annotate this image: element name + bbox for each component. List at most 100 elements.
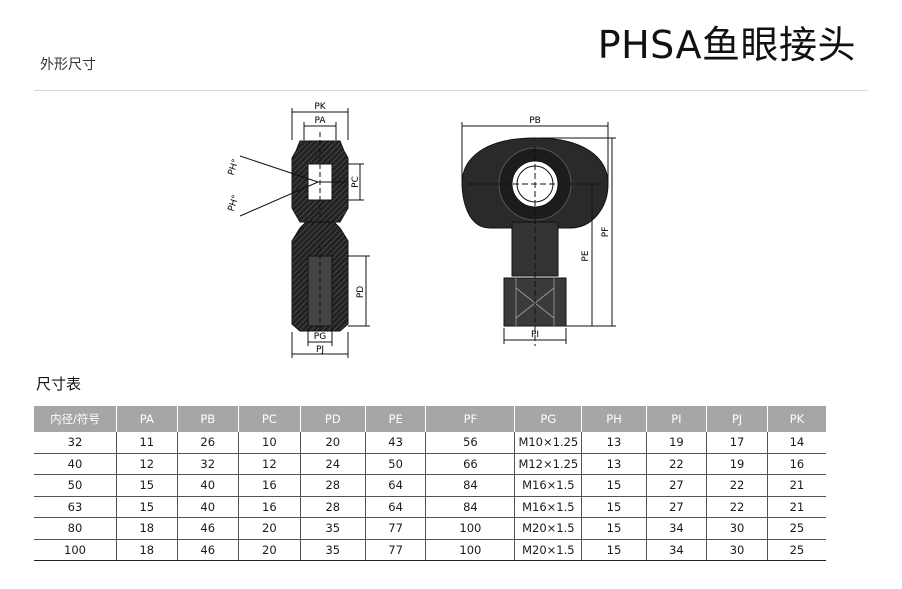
label-pd: PD [356, 286, 366, 298]
table-cell: 22 [706, 474, 768, 497]
front-view [461, 122, 616, 346]
dimension-table: 内径/符号 PA PB PC PD PE PF PG PH PI PJ PK 3… [34, 406, 826, 561]
col-header-pd: PD [300, 406, 366, 432]
table-cell: 21 [767, 474, 826, 497]
table-cell: 25 [767, 517, 826, 540]
table-cell: 27 [646, 474, 708, 497]
label-pa: PA [314, 116, 326, 126]
table-row: 40 12 32 12 24 50 66 M12×1.25 13 22 19 1… [34, 453, 826, 475]
table-cell: 16 [238, 496, 301, 518]
table-cell: 84 [425, 496, 516, 518]
label-pk: PK [314, 102, 326, 112]
table-cell: 46 [177, 517, 239, 540]
label-pi: PI [531, 330, 539, 340]
table-cell: 40 [34, 453, 117, 475]
label-pj: PJ [316, 345, 324, 355]
table-cell: 24 [300, 453, 366, 475]
table-cell: 18 [116, 539, 178, 561]
table-cell: M16×1.5 [514, 496, 583, 518]
table-cell: 15 [581, 496, 647, 518]
table-cell: 20 [238, 539, 301, 561]
table-cell: 32 [34, 432, 117, 454]
table-cell: 80 [34, 517, 117, 540]
table-cell: 30 [706, 539, 768, 561]
table-cell: 32 [177, 453, 239, 475]
label-ph-upper: PH° [227, 158, 242, 177]
col-header-pk: PK [767, 406, 826, 432]
table-row: 80 18 46 20 35 77 100 M20×1.5 15 34 30 2… [34, 517, 826, 540]
table-cell: 34 [646, 539, 708, 561]
table-cell: 19 [706, 453, 768, 475]
label-ph-lower: PH° [227, 194, 242, 213]
table-cell: 84 [425, 474, 516, 497]
table-row: 100 18 46 20 35 77 100 M20×1.5 15 34 30 … [34, 539, 826, 561]
table-cell: 15 [581, 474, 647, 497]
table-cell: 25 [767, 539, 826, 561]
table-cell: 66 [425, 453, 516, 475]
table-row: 63 15 40 16 28 64 84 M16×1.5 15 27 22 21 [34, 496, 826, 518]
col-header-pc: PC [238, 406, 301, 432]
col-header-ph: PH [581, 406, 647, 432]
table-cell: 15 [116, 496, 178, 518]
table-cell: 63 [34, 496, 117, 518]
table-cell: 16 [767, 453, 826, 475]
table-cell: M10×1.25 [514, 432, 583, 454]
table-cell: 13 [581, 432, 647, 454]
col-header-pi: PI [646, 406, 708, 432]
table-cell: 35 [300, 517, 366, 540]
table-cell: 43 [365, 432, 427, 454]
table-cell: 100 [425, 539, 516, 561]
table-cell: 13 [581, 453, 647, 475]
table-cell: 11 [116, 432, 178, 454]
label-pf: PF [601, 227, 611, 238]
outline-drawing: PK PA PC PD PG PJ PH° PH° [227, 102, 616, 358]
table-cell: 56 [425, 432, 516, 454]
table-cell: M16×1.5 [514, 474, 583, 497]
table-cell: 26 [177, 432, 239, 454]
table-cell: 14 [767, 432, 826, 454]
table-cell: 12 [116, 453, 178, 475]
table-cell: 35 [300, 539, 366, 561]
table-cell: 30 [706, 517, 768, 540]
label-pb: PB [529, 116, 541, 126]
table-cell: 10 [238, 432, 301, 454]
table-cell: M12×1.25 [514, 453, 583, 475]
label-pg: PG [314, 332, 326, 342]
table-cell: 20 [300, 432, 366, 454]
table-cell: 64 [365, 474, 427, 497]
table-header-row: 内径/符号 PA PB PC PD PE PF PG PH PI PJ PK [34, 406, 826, 432]
table-cell: 64 [365, 496, 427, 518]
col-header-pj: PJ [706, 406, 768, 432]
col-header-pe: PE [365, 406, 427, 432]
table-cell: 19 [646, 432, 708, 454]
col-header-bore: 内径/符号 [34, 406, 117, 432]
table-cell: 15 [116, 474, 178, 497]
table-cell: 22 [706, 496, 768, 518]
table-cell: 22 [646, 453, 708, 475]
table-cell: 15 [581, 517, 647, 540]
table-cell: 100 [425, 517, 516, 540]
table-cell: M20×1.5 [514, 517, 583, 540]
dimension-table-heading: 尺寸表 [36, 375, 82, 393]
table-row: 50 15 40 16 28 64 84 M16×1.5 15 27 22 21 [34, 474, 826, 497]
table-cell: 20 [238, 517, 301, 540]
table-cell: 28 [300, 496, 366, 518]
table-cell: 17 [706, 432, 768, 454]
col-header-pb: PB [177, 406, 239, 432]
label-pe: PE [581, 250, 591, 261]
table-cell: 100 [34, 539, 117, 561]
table-cell: 46 [177, 539, 239, 561]
label-pc: PC [351, 176, 361, 188]
table-cell: 12 [238, 453, 301, 475]
table-cell: 50 [365, 453, 427, 475]
col-header-pg: PG [514, 406, 583, 432]
table-row: 32 11 26 10 20 43 56 M10×1.25 13 19 17 1… [34, 432, 826, 454]
divider [34, 90, 868, 91]
table-cell: 40 [177, 474, 239, 497]
outline-section-heading: 外形尺寸 [40, 57, 96, 73]
table-cell: 40 [177, 496, 239, 518]
table-cell: M20×1.5 [514, 539, 583, 561]
table-cell: 77 [365, 517, 427, 540]
table-cell: 77 [365, 539, 427, 561]
table-cell: 16 [238, 474, 301, 497]
